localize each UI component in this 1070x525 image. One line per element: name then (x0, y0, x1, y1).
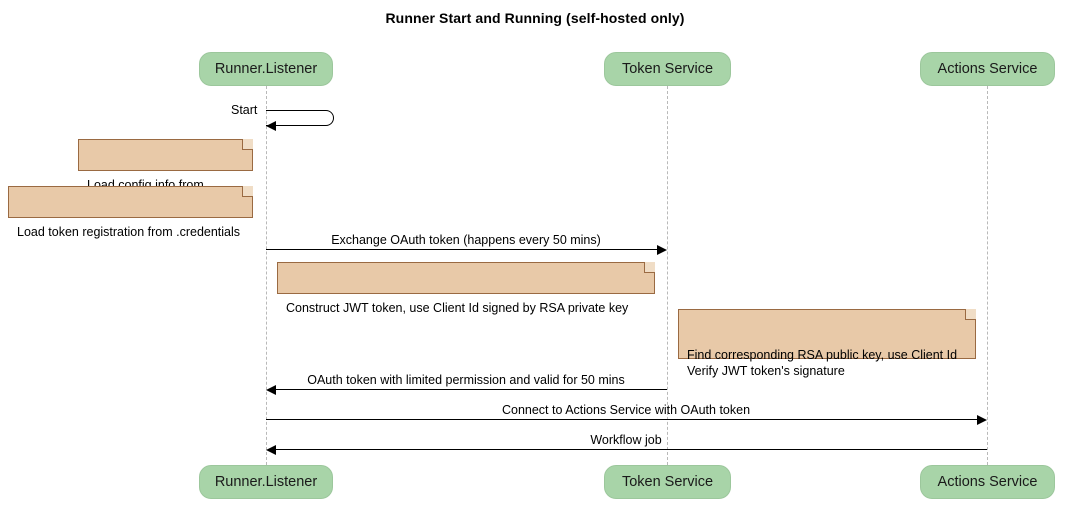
participant-label: Actions Service (937, 61, 1038, 77)
message-line-workflow-job (276, 449, 987, 450)
note-text: Construct JWT token, use Client Id signe… (286, 301, 629, 315)
message-line-exchange-oauth (266, 249, 657, 250)
message-label-connect-actions: Connect to Actions Service with OAuth to… (501, 403, 751, 417)
participant-label: Runner.Listener (214, 474, 318, 490)
message-line-oauth-token-return (276, 389, 667, 390)
participant-runner-bottom[interactable]: Runner.Listener (199, 465, 333, 499)
lifeline-actions (987, 86, 988, 465)
note-fold-icon (965, 309, 976, 320)
message-arrowhead-oauth-token-return (266, 385, 276, 395)
note-fold-icon (644, 262, 655, 273)
participant-label: Token Service (621, 474, 714, 490)
message-arrowhead-connect-actions (977, 415, 987, 425)
note-construct-jwt: Construct JWT token, use Client Id signe… (277, 262, 655, 315)
lifeline-runner (266, 86, 267, 465)
participant-actions-top[interactable]: Actions Service (920, 52, 1055, 86)
participant-runner-top[interactable]: Runner.Listener (199, 52, 333, 86)
note-fold-icon (242, 139, 253, 150)
participant-label: Token Service (621, 61, 714, 77)
message-label-start: Start (231, 103, 258, 117)
note-text: Find corresponding RSA public key, use C… (687, 348, 958, 378)
message-arrowhead-workflow-job (266, 445, 276, 455)
note-load-token-registration: Load token registration from .credential… (8, 186, 253, 239)
message-line-connect-actions (266, 419, 977, 420)
message-label-exchange-oauth: Exchange OAuth token (happens every 50 m… (331, 233, 601, 247)
message-arrowhead-exchange-oauth (657, 245, 667, 255)
note-load-config: Load config info from .runner (78, 139, 253, 208)
diagram-title: Runner Start and Running (self-hosted on… (385, 10, 685, 26)
self-message-start-loop (266, 110, 334, 126)
participant-label: Runner.Listener (214, 61, 318, 77)
note-text: Load token registration from .credential… (17, 225, 241, 239)
message-label-workflow-job: Workflow job (590, 433, 662, 447)
note-verify-jwt: Find corresponding RSA public key, use C… (678, 309, 976, 378)
message-label-oauth-token-return: OAuth token with limited permission and … (307, 373, 625, 387)
note-fold-icon (242, 186, 253, 197)
participant-token-bottom[interactable]: Token Service (604, 465, 731, 499)
participant-label: Actions Service (937, 474, 1038, 490)
self-message-start-arrowhead (266, 121, 276, 131)
participant-actions-bottom[interactable]: Actions Service (920, 465, 1055, 499)
participant-token-top[interactable]: Token Service (604, 52, 731, 86)
lifeline-token (667, 86, 668, 465)
